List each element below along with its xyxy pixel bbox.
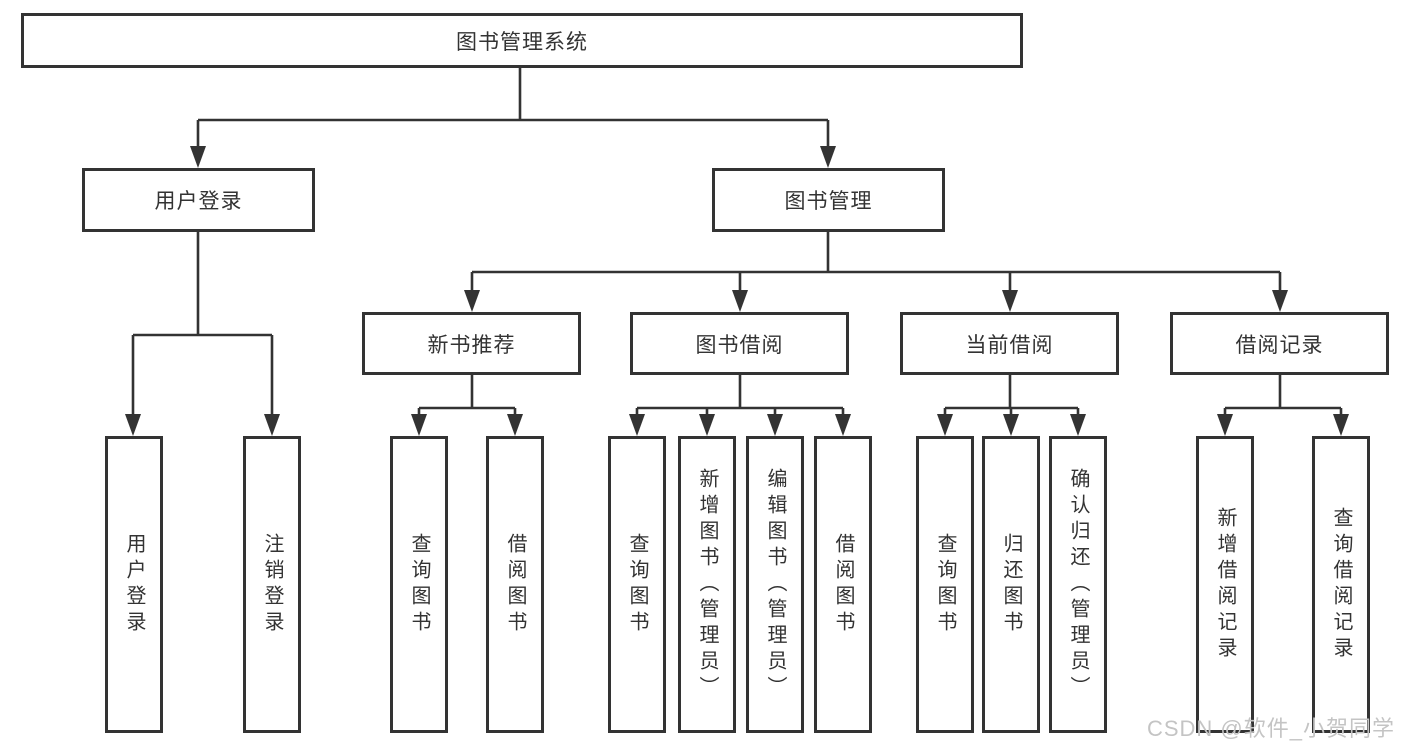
node-label: 当前借阅: [965, 333, 1054, 357]
node-label: 借阅记录: [1235, 333, 1324, 357]
node-book-borrow: 图书借阅: [630, 312, 849, 375]
node-library-management-system: 图书管理系统: [21, 13, 1023, 68]
node-label: 用户登录: [123, 532, 145, 637]
node-label: 图书管理系统: [456, 30, 588, 54]
node-book-management: 图书管理: [712, 168, 945, 232]
node-label: 归还图书: [1000, 532, 1022, 637]
node-label: 新增图书（管理员）: [696, 467, 718, 702]
node-label: 查询图书: [626, 532, 648, 637]
node-label: 编辑图书（管理员）: [764, 467, 786, 702]
node-current-borrow: 当前借阅: [900, 312, 1119, 375]
node-label: 查询图书: [408, 532, 430, 637]
leaf-edit-books-admin: 编辑图书（管理员）: [746, 436, 804, 733]
leaf-query-books-recommend: 查询图书: [390, 436, 448, 733]
leaf-logout: 注销登录: [243, 436, 301, 733]
leaf-query-books-borrow: 查询图书: [608, 436, 666, 733]
leaf-add-books-admin: 新增图书（管理员）: [678, 436, 736, 733]
leaf-borrow-books-recommend: 借阅图书: [486, 436, 544, 733]
leaf-borrow-books: 借阅图书: [814, 436, 872, 733]
leaf-return-books: 归还图书: [982, 436, 1040, 733]
leaf-user-login: 用户登录: [105, 436, 163, 733]
leaf-add-borrow-record: 新增借阅记录: [1196, 436, 1254, 733]
node-label: 图书借阅: [695, 333, 784, 357]
leaf-query-borrow-record: 查询借阅记录: [1312, 436, 1370, 733]
node-label: 借阅图书: [832, 532, 854, 637]
node-user-login: 用户登录: [82, 168, 315, 232]
node-label: 新增借阅记录: [1214, 506, 1236, 663]
node-label: 新书推荐: [427, 333, 516, 357]
node-label: 用户登录: [154, 190, 243, 213]
node-new-book-recommend: 新书推荐: [362, 312, 581, 375]
node-label: 借阅图书: [504, 532, 526, 637]
node-label: 确认归还（管理员）: [1067, 467, 1089, 702]
leaf-confirm-return-admin: 确认归还（管理员）: [1049, 436, 1107, 733]
node-label: 注销登录: [261, 532, 283, 637]
node-label: 图书管理: [784, 190, 873, 213]
leaf-query-books-current: 查询图书: [916, 436, 974, 733]
node-label: 查询借阅记录: [1330, 506, 1352, 663]
node-borrow-records: 借阅记录: [1170, 312, 1389, 375]
node-label: 查询图书: [934, 532, 956, 637]
